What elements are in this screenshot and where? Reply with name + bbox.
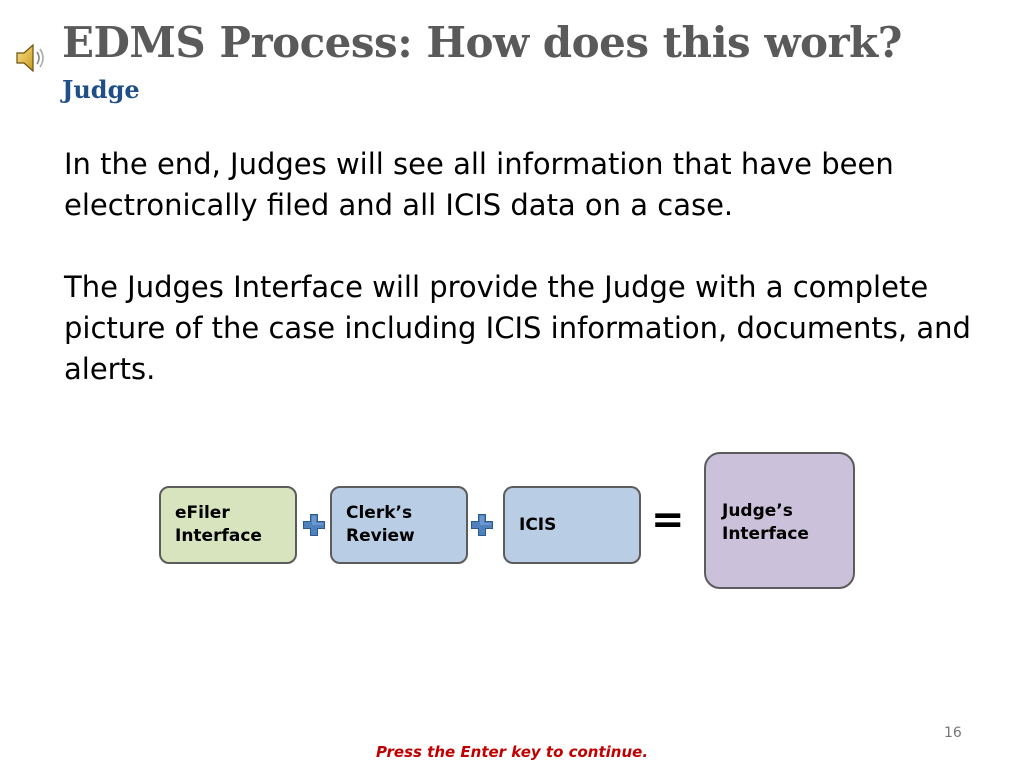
plus-icon bbox=[302, 513, 326, 537]
efiler-interface-box: eFiler Interface bbox=[159, 486, 297, 564]
plus-icon bbox=[470, 513, 494, 537]
box-label: ICIS bbox=[519, 514, 557, 535]
box-label: Clerk’s Review bbox=[346, 503, 415, 546]
page-number: 16 bbox=[944, 725, 962, 741]
slide-subtitle: Judge bbox=[62, 75, 140, 104]
equals-sign: = bbox=[651, 497, 685, 543]
paragraph: The Judges Interface will provide the Ju… bbox=[64, 270, 971, 386]
continue-instruction: Press the Enter key to continue. bbox=[375, 743, 649, 761]
paragraph: In the end, Judges will see all informat… bbox=[64, 147, 894, 222]
box-label: eFiler Interface bbox=[175, 503, 262, 546]
box-label: Judge’s Interface bbox=[722, 501, 809, 544]
judges-interface-box: Judge’s Interface bbox=[704, 452, 855, 589]
slide-body: In the end, Judges will see all informat… bbox=[64, 144, 994, 390]
icis-box: ICIS bbox=[503, 486, 641, 564]
speaker-icon[interactable] bbox=[14, 40, 50, 76]
slide-title: EDMS Process: How does this work? bbox=[62, 18, 902, 67]
clerks-review-box: Clerk’s Review bbox=[330, 486, 468, 564]
